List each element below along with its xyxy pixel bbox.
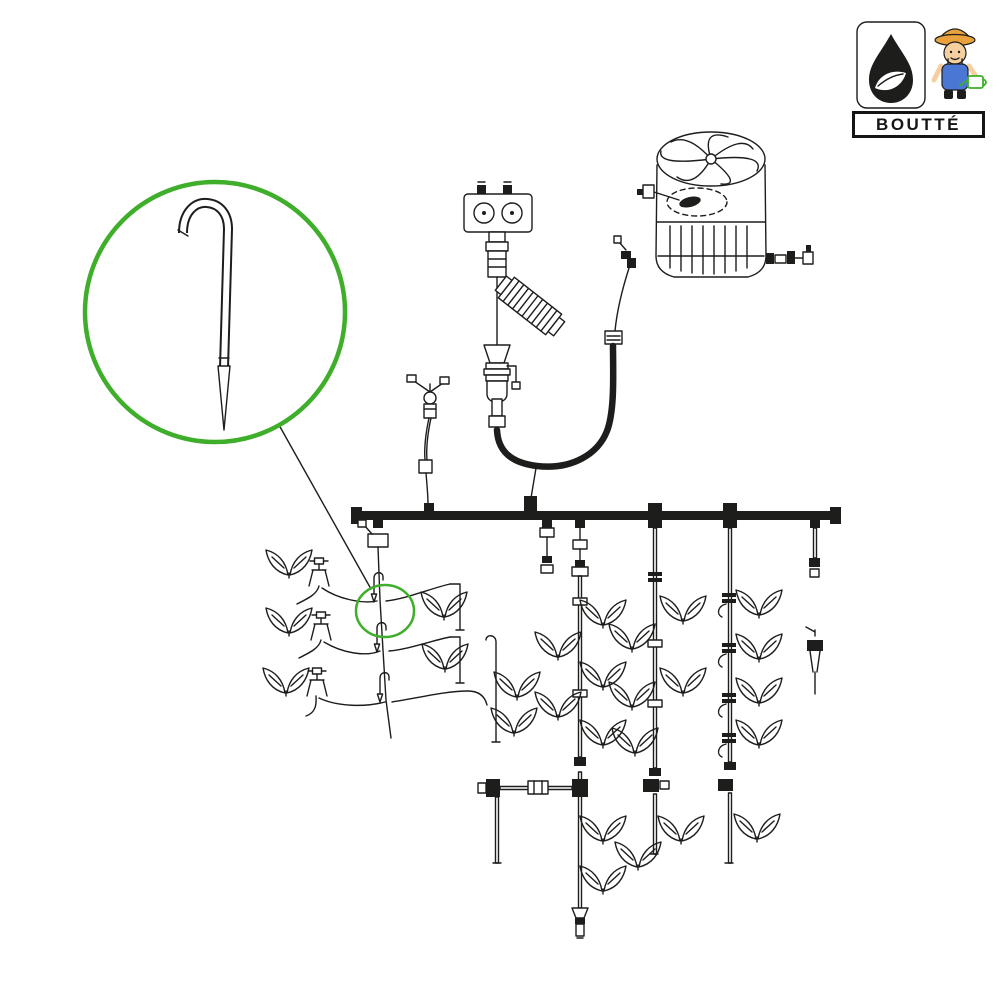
plant-icon xyxy=(735,719,783,749)
drip-line-d xyxy=(805,527,823,695)
drip-stake xyxy=(717,593,736,618)
plant-icon xyxy=(265,607,313,637)
fertilizer-injector xyxy=(483,344,521,428)
tank-outlet-right xyxy=(766,245,814,265)
plant-icon xyxy=(659,667,707,697)
manifold-pipe xyxy=(358,511,832,520)
supply-hose xyxy=(493,330,623,513)
callout-circle xyxy=(82,179,348,445)
drip-stake xyxy=(717,733,736,758)
plant-icon xyxy=(659,595,707,625)
drip-stake xyxy=(376,671,390,703)
plant-icon xyxy=(534,631,582,661)
impact-sprinkler xyxy=(406,374,450,512)
plant-icon xyxy=(265,549,313,579)
stake-sprinkler xyxy=(805,626,823,695)
plant-icon xyxy=(608,623,656,653)
plant-icon xyxy=(735,589,783,619)
micro-sprinkler xyxy=(310,611,332,641)
plant-icon xyxy=(579,865,627,895)
micro-sprinkler xyxy=(306,667,328,697)
plant-icon xyxy=(421,643,469,673)
detail-callout xyxy=(82,179,348,445)
plant-icon xyxy=(657,815,705,845)
gardener-mascot-icon xyxy=(931,28,987,99)
plant-icon xyxy=(735,633,783,663)
drip-line-c xyxy=(717,527,736,864)
plant-icon xyxy=(579,815,627,845)
drip-stake-detail xyxy=(177,197,234,431)
callout-pointer-line xyxy=(278,424,372,590)
plant-icon xyxy=(733,813,781,843)
inline-filter xyxy=(494,275,566,337)
water-tank xyxy=(613,131,814,332)
drip-line-b xyxy=(643,527,670,855)
filter-station xyxy=(463,181,566,428)
plant-icon xyxy=(611,727,659,757)
plant-icon xyxy=(493,671,541,701)
micro-sprinkler xyxy=(308,557,330,587)
water-drop-leaf-logo-icon xyxy=(856,21,926,109)
brand-logo xyxy=(856,21,987,109)
plants xyxy=(262,549,783,895)
main-manifold xyxy=(351,503,841,528)
drip-stake xyxy=(717,643,736,668)
watering-can-icon xyxy=(958,75,987,89)
drip-stake xyxy=(717,693,736,718)
left-drip-zone xyxy=(296,519,501,743)
tee-fitting xyxy=(723,503,737,528)
lower-manifold xyxy=(477,779,588,864)
drip-line-stub xyxy=(539,527,555,574)
callout-target-circle xyxy=(354,583,416,639)
drip-line-a xyxy=(571,527,589,939)
tee-fitting xyxy=(648,503,662,528)
plant-icon xyxy=(735,677,783,707)
tank-outlet-left xyxy=(613,235,636,332)
plant-icon xyxy=(490,707,538,737)
plant-icon xyxy=(262,667,310,697)
brand-name: BOUTTÉ xyxy=(852,111,985,138)
line-end-cap xyxy=(571,907,589,939)
valve xyxy=(367,533,389,548)
